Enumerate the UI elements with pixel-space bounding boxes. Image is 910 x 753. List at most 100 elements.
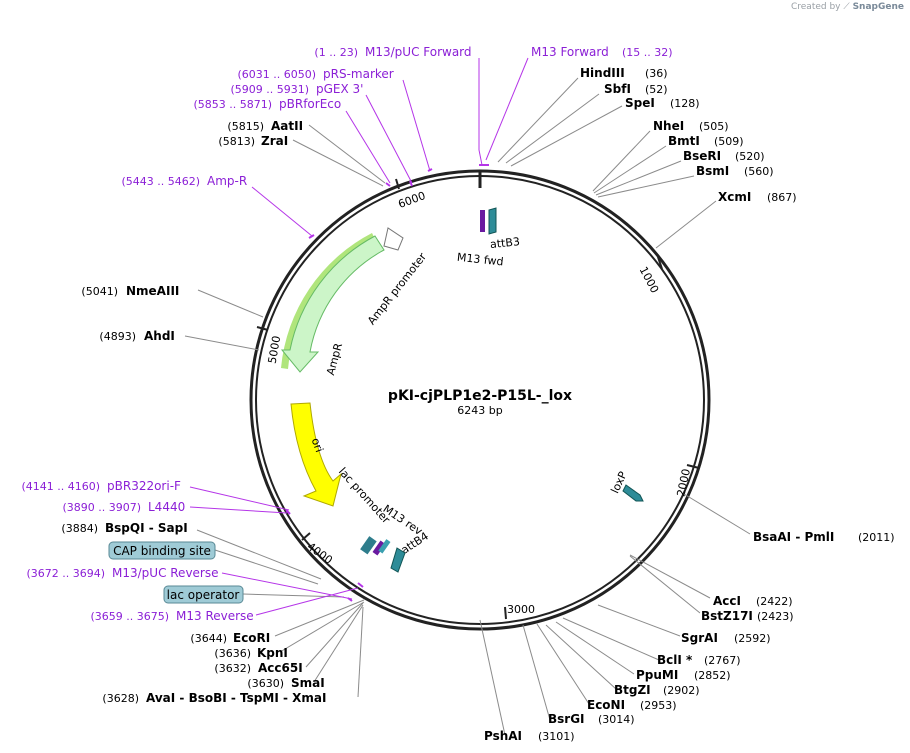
enzyme-name[interactable]: BmtI <box>668 134 700 148</box>
ori-feature[interactable] <box>290 402 342 507</box>
enzyme-name[interactable]: EcoRI <box>233 631 270 645</box>
enzyme-name[interactable]: SpeI <box>625 96 655 110</box>
enzyme-name[interactable]: BtgZI <box>614 683 651 697</box>
enzyme-position: (2953) <box>640 699 677 712</box>
enzyme-position: (3101) <box>538 730 575 743</box>
enzyme-position: (560) <box>744 165 774 178</box>
enzyme-position: (520) <box>735 150 765 163</box>
primer-name[interactable]: pRS-marker <box>323 67 394 81</box>
ampr-label: AmpR <box>324 341 345 376</box>
lac-promoter-feature[interactable] <box>360 536 377 555</box>
primer-range: (5909 .. 5931) <box>230 83 309 96</box>
primer-range: (15 .. 32) <box>622 46 673 59</box>
tick-mark-5000 <box>256 326 269 331</box>
tick-label-1000: 1000 <box>637 264 662 295</box>
enzyme-name[interactable]: BseRI <box>683 149 721 163</box>
primer-name[interactable]: Amp-R <box>207 174 247 188</box>
enzyme-name[interactable]: BsaAI - PmlI <box>753 530 834 544</box>
enzyme-name[interactable]: NmeAIII <box>126 284 179 298</box>
enzyme-name[interactable]: AccI <box>713 594 741 608</box>
enzyme-name[interactable]: HindIII <box>580 66 625 80</box>
cap-binding-site-box[interactable] <box>108 541 216 560</box>
primer-range: (5853 .. 5871) <box>193 98 272 111</box>
enzyme-name[interactable]: AhdI <box>144 329 175 343</box>
enzyme-name[interactable]: SbfI <box>604 82 631 96</box>
enzyme-position: (2852) <box>694 669 731 682</box>
enzyme-position: (5813) <box>218 135 255 148</box>
primer-name[interactable]: M13 Reverse <box>176 609 254 623</box>
ampr-promoter-label: AmpR promoter <box>365 250 429 327</box>
enzyme-name[interactable]: BsmI <box>696 164 729 178</box>
enzyme-name[interactable]: Acc65I <box>258 661 303 675</box>
enzyme-name[interactable]: BclI * <box>657 653 693 667</box>
loxp-feature[interactable] <box>622 484 644 502</box>
primer-range: (6031 .. 6050) <box>237 68 316 81</box>
enzyme-name[interactable]: AatII <box>271 119 303 133</box>
primer-name[interactable]: M13 Forward <box>531 45 609 59</box>
attb3-label: attB3 <box>489 235 520 251</box>
primer-labels: M13/pUC Forward (1 .. 23) M13 Forward (1… <box>21 45 672 623</box>
enzyme-position: (2011) <box>858 531 895 544</box>
snapgene-credit: Created by ⟋ SnapGene <box>791 2 904 12</box>
enzyme-position: (3636) <box>214 647 251 660</box>
enzyme-position: (128) <box>670 97 700 110</box>
enzyme-callout-lines <box>184 77 751 736</box>
enzyme-position: (3628) <box>102 692 139 705</box>
primer-name[interactable]: pBRforEco <box>279 97 341 111</box>
enzyme-position: (5815) <box>227 120 264 133</box>
enzyme-name[interactable]: BstZ17I <box>701 609 753 623</box>
credit-prefix: Created by <box>790 2 841 12</box>
lac-operator-box[interactable] <box>163 585 244 604</box>
enzyme-name[interactable]: AvaI - BsoBI - TspMI - XmaI <box>146 691 326 705</box>
m13-rev-feature[interactable] <box>372 540 386 556</box>
enzyme-position: (3630) <box>247 677 284 690</box>
primer-callout-lines <box>189 57 529 616</box>
enzyme-name[interactable]: EcoNI <box>587 698 625 712</box>
snapgene-logo-icon: ⟋ <box>843 2 850 12</box>
ampr-feature[interactable] <box>280 235 385 373</box>
primer-name[interactable]: M13/pUC Reverse <box>112 566 219 580</box>
enzyme-name[interactable]: BspQI - SapI <box>105 521 188 535</box>
primer-range: (3672 .. 3694) <box>26 567 105 580</box>
attb4-feature[interactable] <box>390 547 406 573</box>
enzyme-name[interactable]: PpuMI <box>636 668 678 682</box>
enzyme-name[interactable]: SgrAI <box>681 631 718 645</box>
tick-mark-4000 <box>301 532 311 541</box>
lac-operator-feature[interactable] <box>378 539 391 554</box>
primer-range: (1 .. 23) <box>314 46 358 59</box>
backbone-outer <box>249 169 711 631</box>
primer-name[interactable]: pBR322ori-F <box>107 479 181 493</box>
enzyme-position: (3632) <box>214 662 251 675</box>
enzyme-name[interactable]: ZraI <box>261 134 288 148</box>
enzyme-position: (36) <box>645 67 668 80</box>
enzyme-position: (52) <box>645 83 668 96</box>
enzyme-name[interactable]: NheI <box>653 119 684 133</box>
primer-range: (5443 .. 5462) <box>121 175 200 188</box>
tick-mark-6000 <box>395 178 400 190</box>
enzyme-labels-left: EcoRI (3644) KpnI (3636) Acc65I (3632) S… <box>61 119 326 705</box>
primer-range: (4141 .. 4160) <box>21 480 100 493</box>
enzyme-name[interactable]: PshAI <box>484 729 522 743</box>
plasmid-title: pKI-cjPLP1e2-P15L-_lox <box>388 388 572 404</box>
primer-name[interactable]: pGEX 3' <box>316 82 363 96</box>
enzyme-name[interactable]: BsrGI <box>548 712 585 726</box>
primer-name[interactable]: M13/pUC Forward <box>365 45 472 59</box>
enzyme-name[interactable]: KpnI <box>257 646 288 660</box>
enzyme-position: (3884) <box>61 522 98 535</box>
tick-label-3000: 3000 <box>507 603 535 616</box>
tick-mark-2000 <box>686 464 700 469</box>
plasmid-size: 6243 bp <box>457 404 502 417</box>
tick-label-5000: 5000 <box>266 335 284 365</box>
enzyme-position: (5041) <box>81 285 118 298</box>
enzyme-position: (505) <box>699 120 729 133</box>
enzyme-position: (509) <box>714 135 744 148</box>
ampr-promoter-feature[interactable] <box>383 227 404 251</box>
m13-fwd-label: M13 fwd <box>456 251 504 269</box>
enzyme-name[interactable]: XcmI <box>718 190 751 204</box>
primer-range: (3890 .. 3907) <box>62 501 141 514</box>
attb3-feature[interactable] <box>488 207 497 235</box>
enzyme-name[interactable]: SmaI <box>291 676 325 690</box>
primer-name[interactable]: L4440 <box>148 500 185 514</box>
m13-fwd-feature[interactable] <box>480 210 485 232</box>
